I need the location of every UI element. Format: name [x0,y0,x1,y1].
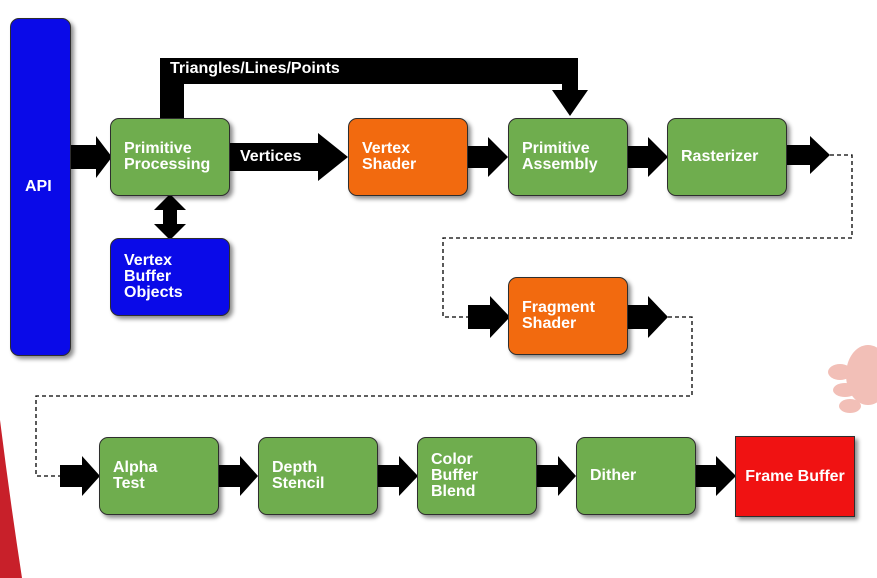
arrow-bypass-to-primitive-assembly [160,58,588,120]
arrow-dither-to-frame-buffer [694,456,736,496]
alpha-test-node: Alpha Test [99,437,219,515]
vertex-buffer-objects-node: Vertex Buffer Objects [110,238,230,316]
vertex-shader-node: Vertex Shader [348,118,468,196]
arrow-color-blend-to-dither [536,456,576,496]
arrow-api-to-primitive-processing [70,136,112,178]
arrow-depth-to-color-blend [377,456,418,496]
primitive-assembly-label: Primitive Assembly [522,140,598,173]
dither-node: Dither [576,437,696,515]
dither-label: Dither [590,467,637,484]
dashed-connector-fragment-to-alpha [35,316,693,477]
vertex-shader-label: Vertex Shader [362,140,417,173]
primitive-processing-node: Primitive Processing [110,118,230,196]
frame-buffer-label: Frame Buffer [745,467,845,485]
api-node: API [10,18,71,356]
vertex-buffer-objects-label: Vertex Buffer Objects [124,252,183,301]
color-buffer-blend-label: Color Buffer Blend [431,451,479,500]
depth-stencil-node: Depth Stencil [258,437,378,515]
primitive-processing-label: Primitive Processing [124,140,211,173]
dashed-connector-rasterizer-to-fragment [442,154,853,318]
arrow-fragment-shader-out [628,296,668,338]
rasterizer-label: Rasterizer [681,148,759,165]
rasterizer-node: Rasterizer [667,118,787,196]
arrow-into-alpha-test [60,456,100,496]
vertices-label: Vertices [240,148,302,165]
fragment-shader-label: Fragment Shader [522,299,595,332]
arrow-primitive-processing-vbo [154,194,186,240]
presenter-hand-decoration [828,345,877,413]
arrow-vertex-shader-to-primitive-assembly [468,137,508,177]
api-label: API [25,178,52,195]
arrow-rasterizer-out [786,136,830,174]
arrow-into-fragment-shader [468,296,510,338]
arrow-primitive-assembly-to-rasterizer [627,137,668,177]
depth-stencil-label: Depth Stencil [272,459,325,492]
bypass-label: Triangles/Lines/Points [170,60,340,77]
frame-buffer-node: Frame Buffer [735,436,855,517]
alpha-test-label: Alpha Test [113,459,158,492]
arrow-alpha-to-depth [218,456,258,496]
left-edge-decoration [0,420,22,578]
color-buffer-blend-node: Color Buffer Blend [417,437,537,515]
primitive-assembly-node: Primitive Assembly [508,118,628,196]
fragment-shader-node: Fragment Shader [508,277,628,355]
arrow-vertices-to-vertex-shader [230,133,348,181]
